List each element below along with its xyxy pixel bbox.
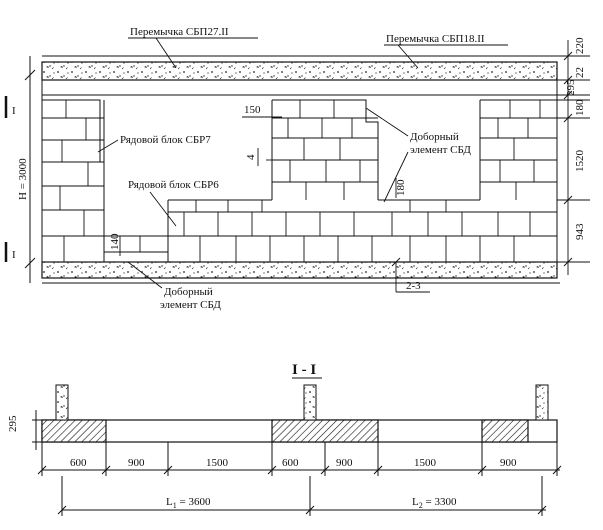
leader-lines: [97, 37, 508, 289]
section-posts: [55, 384, 549, 421]
cut-mark-label: 2-3: [406, 280, 421, 292]
span-2-label: L2 = 3300: [412, 496, 457, 510]
block-sbr7-label: Рядовой блок СБР7: [120, 134, 211, 146]
section-i-i: I - I 295: [7, 362, 562, 516]
lintel-left-label: Перемычка СБП27.II: [130, 26, 229, 38]
dim-right-220: 220: [574, 37, 586, 54]
seg-1500-b: 1500: [414, 457, 437, 469]
elevation: Перемычка СБП27.II Перемычка СБП18.II Ря…: [4, 26, 590, 311]
dim-4: 4: [245, 154, 257, 160]
lintel-right-label: Перемычка СБП18.II: [386, 33, 485, 45]
section-mark-bottom: I: [12, 249, 16, 261]
top-lintel-slab: [41, 61, 558, 81]
right-dimension-chain: [557, 40, 590, 275]
height-label: H = 3000: [17, 158, 29, 200]
seg-1500-a: 1500: [206, 457, 229, 469]
seg-900-a: 900: [128, 457, 145, 469]
section-mark-top: I: [12, 105, 16, 117]
dim-right-295: 295: [565, 79, 577, 96]
seg-900-c: 900: [500, 457, 517, 469]
dim-right-180: 180: [574, 99, 586, 116]
section-height-dim: 295: [7, 415, 19, 432]
seg-600-b: 600: [282, 457, 299, 469]
dim-right-943: 943: [574, 223, 586, 240]
dim-right-1520: 1520: [574, 150, 586, 173]
dim-150: 150: [244, 104, 261, 116]
extra-element-right-line2: элемент СБД: [410, 144, 471, 156]
block-sbr6-label: Рядовой блок СБР6: [128, 179, 219, 191]
height-dimension: [4, 56, 36, 283]
seg-900-b: 900: [336, 457, 353, 469]
seg-600-a: 600: [70, 457, 87, 469]
masonry: [41, 80, 558, 262]
extra-element-right-line1: Доборный: [410, 131, 459, 143]
span-1-label: L1 = 3600: [166, 496, 211, 510]
dim-140: 140: [109, 233, 121, 250]
extra-element-bottom-line2: элемент СБД: [160, 299, 221, 311]
bottom-slab: [41, 261, 558, 279]
dim-right-22: 22: [574, 67, 586, 78]
section-title: I - I: [292, 362, 316, 378]
brick-rows: [42, 100, 557, 262]
dim-180-mid: 180: [395, 179, 407, 196]
pier-middle: [271, 419, 379, 443]
pier-right: [481, 419, 529, 443]
extra-element-bottom-line1: Доборный: [164, 286, 213, 298]
pier-left: [41, 419, 107, 443]
